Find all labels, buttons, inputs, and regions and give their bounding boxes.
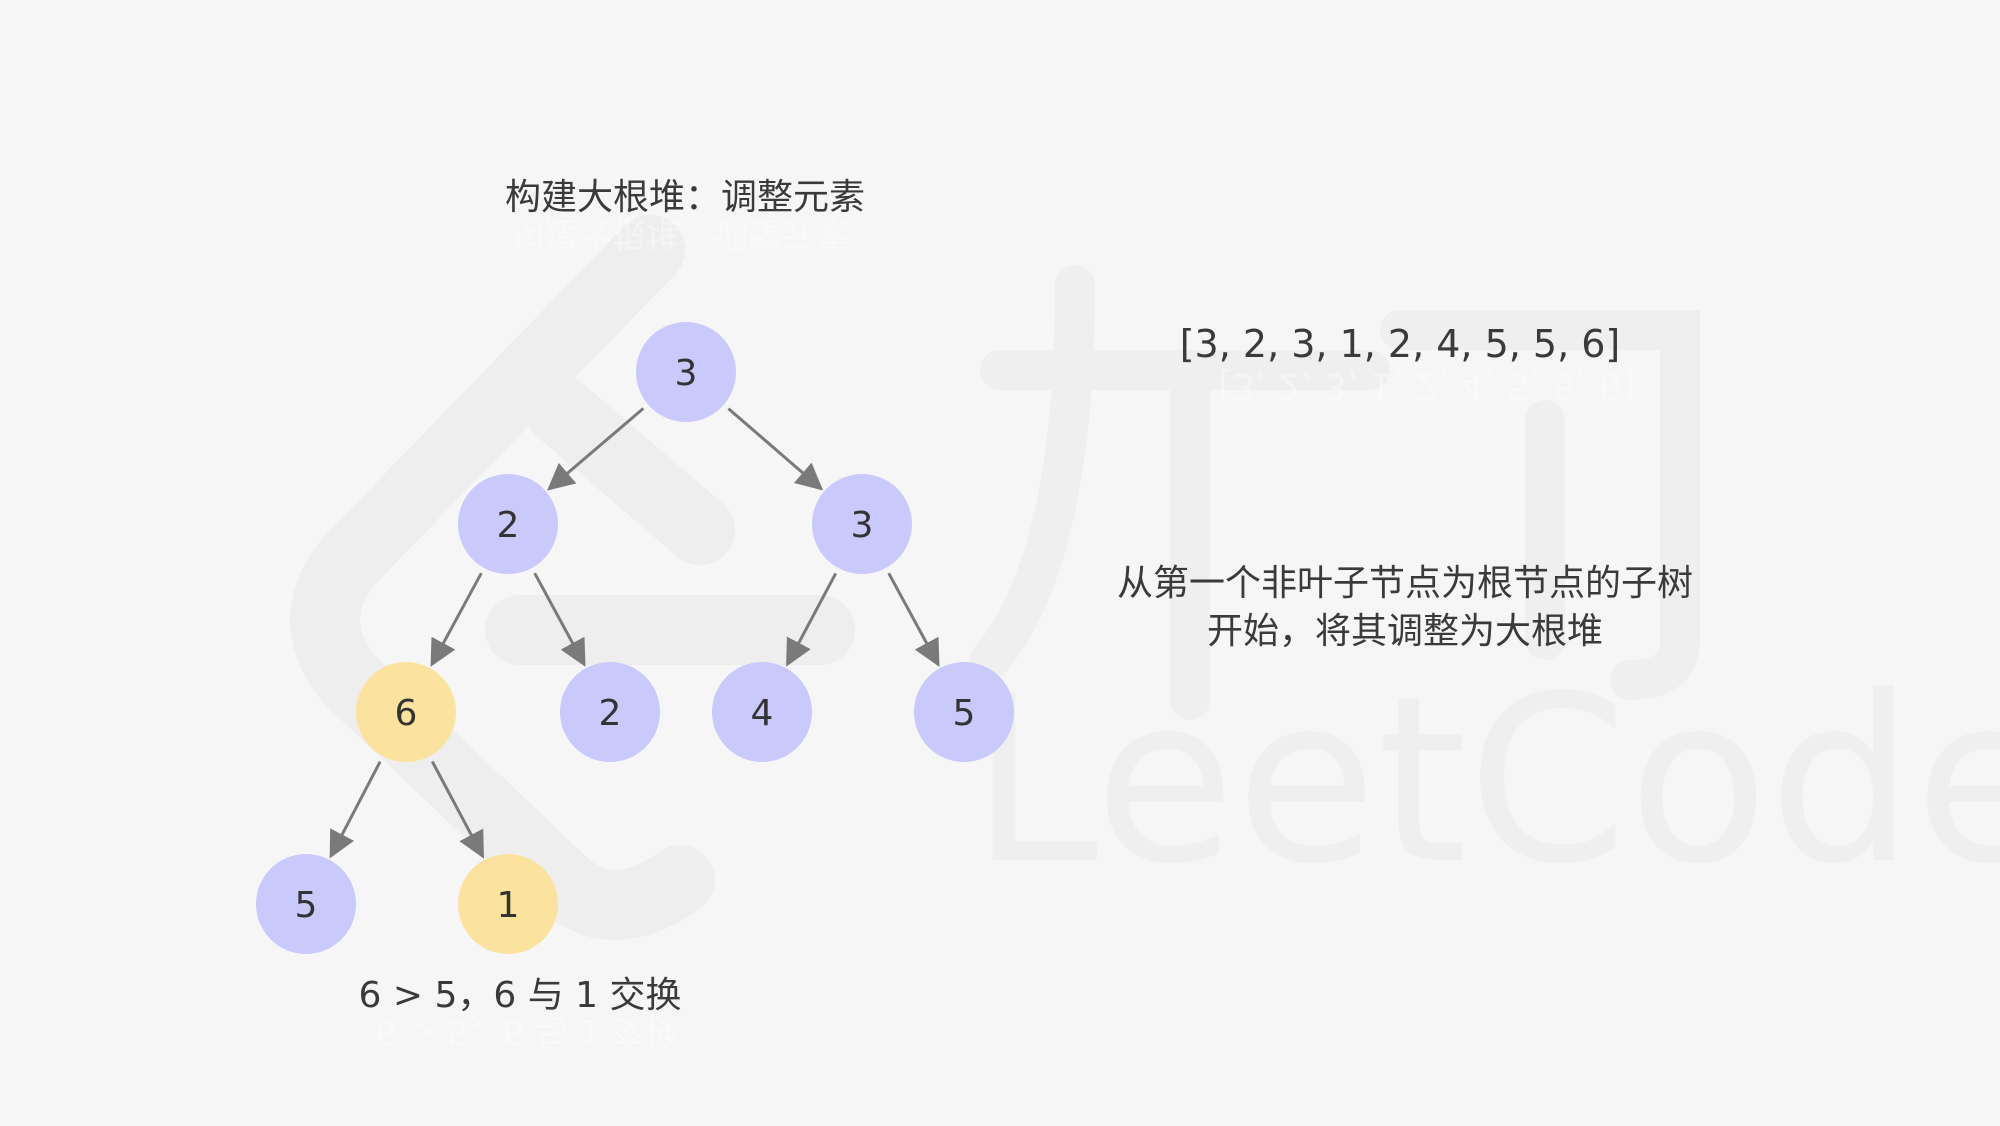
swap-note: 6 > 5，6 与 1 交换 — [358, 975, 682, 1016]
node-circle — [636, 322, 736, 422]
node-value: 3 — [851, 505, 874, 546]
node-value: 2 — [497, 505, 520, 546]
explanation-line-2: 开始，将其调整为大根堆 — [1206, 611, 1603, 652]
array-display: [3, 2, 3, 1, 2, 4, 5, 5, 6] — [1179, 322, 1621, 366]
node-value: 3 — [675, 353, 698, 394]
tree-node-n3: 6 — [356, 662, 456, 762]
tree-edge-n0-n1 — [547, 407, 645, 491]
node-value: 1 — [497, 885, 520, 926]
node-value: 5 — [295, 885, 318, 926]
explanation-text: 从第一个非叶子节点为根节点的子树 开始，将其调整为大根堆 — [1080, 560, 1730, 656]
tree-edge-n1-n4 — [533, 572, 586, 667]
tree-node-n0: 3 — [636, 322, 736, 422]
tree-node-n2: 3 — [812, 474, 912, 574]
edges-layer — [329, 407, 940, 859]
leetcode-logo-icon — [290, 215, 855, 940]
node-circle — [712, 662, 812, 762]
tree-node-n6: 5 — [914, 662, 1014, 762]
node-value: 4 — [751, 693, 774, 734]
explanation-line-1: 从第一个非叶子节点为根节点的子树 — [1116, 563, 1693, 604]
node-value: 2 — [599, 693, 622, 734]
tree-node-n4: 2 — [560, 662, 660, 762]
nodes-layer: 3 2 3 6 2 4 5 5 1 — [256, 322, 1014, 954]
tree-edge-n0-n2 — [727, 407, 824, 491]
tree-edge-n3-n8 — [430, 760, 485, 859]
node-circle — [914, 662, 1014, 762]
node-circle — [356, 662, 456, 762]
watermark-text: LeetCode — [970, 648, 2000, 915]
node-circle — [458, 854, 558, 954]
tree-edge-n2-n5 — [786, 572, 838, 667]
tree-node-n1: 2 — [458, 474, 558, 574]
node-circle — [812, 474, 912, 574]
tree-edge-n2-n6 — [887, 572, 940, 667]
node-value: 5 — [953, 693, 976, 734]
tree-node-n8: 1 — [458, 854, 558, 954]
tree-node-n5: 4 — [712, 662, 812, 762]
node-value: 6 — [395, 693, 418, 734]
node-circle — [560, 662, 660, 762]
tree-edge-n3-n7 — [329, 761, 382, 859]
node-circle — [256, 854, 356, 954]
tree-node-n7: 5 — [256, 854, 356, 954]
watermark-glyph — [970, 265, 1700, 720]
diagram-title: 构建大根堆：调整元素 — [504, 177, 865, 218]
tree-edge-n1-n3 — [430, 572, 483, 667]
node-circle — [458, 474, 558, 574]
